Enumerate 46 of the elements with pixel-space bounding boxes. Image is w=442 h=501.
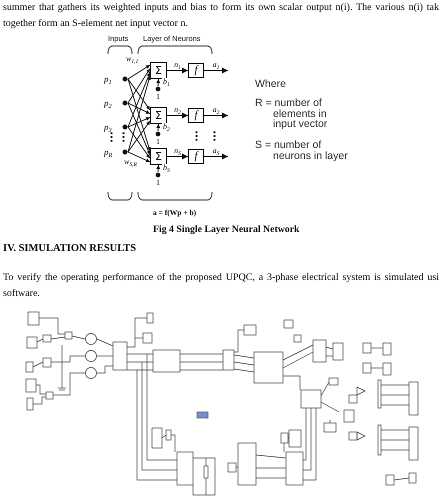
paragraph-text: To verify the operating performance of the proposed UPQC, a 3-phase electrical system is simulated usi software. [3,271,439,301]
arrow [128,152,150,162]
arrow [128,126,150,159]
transfer-function-box: f [188,149,204,164]
paragraph-text: summer that gathers its weighted inputs and bias to form its own scalar output n(i). The various n(i) tak together form an S-element net input vector n. [3,1,439,31]
summing-junction: Σ [150,148,167,165]
edge-label: n$_{2}$ [173,106,182,114]
edge-label: a$_{2}$ [212,106,220,114]
arrow [128,102,150,114]
arrow [156,78,160,86]
transfer-function-box: f [188,108,204,123]
arrow [128,68,150,104]
edge-label: b$_{2}$ [162,122,171,130]
transfer-function-box: f [188,63,204,78]
edge-label: n$_{1}$ [173,60,182,68]
arrow [156,164,160,172]
bias-input-node: 1 [153,86,163,101]
edge-label: a$_{S}$ [212,146,220,154]
arrow [128,120,150,152]
edge-label: b$_{S}$ [162,164,171,172]
key-definition: R = number of elements in input vector [255,98,328,130]
figure-caption: Fig 4 Single Layer Neural Network [153,224,300,235]
edge-label: n$_{S}$ [173,146,182,154]
arrow [166,68,188,74]
edge-label: b$_{1}$ [162,78,171,86]
summing-junction: Σ [150,62,167,79]
section-heading: IV. SIMULATION RESULTS [3,243,136,254]
key-heading: Where [255,79,286,90]
arrow [166,154,188,160]
edge-label: a$_{1}$ [212,60,220,68]
summing-junction: Σ [150,107,167,124]
edge-label: w$_{S,R}$ [123,158,138,166]
arrow [204,112,228,118]
arrow [204,68,228,74]
arrow [156,124,160,132]
arrow [128,78,150,110]
arrow [128,102,150,156]
arrow [128,72,150,128]
arrow [128,64,150,80]
arrow [166,112,188,118]
arrow [128,116,150,128]
bias-input-node: 1 [153,172,163,187]
key-definition: S = number of neurons in layer [255,140,349,161]
arrow [204,154,228,160]
edge-label: w$_{1,1}$ [125,55,140,63]
bias-input-node: 1 [153,131,163,146]
